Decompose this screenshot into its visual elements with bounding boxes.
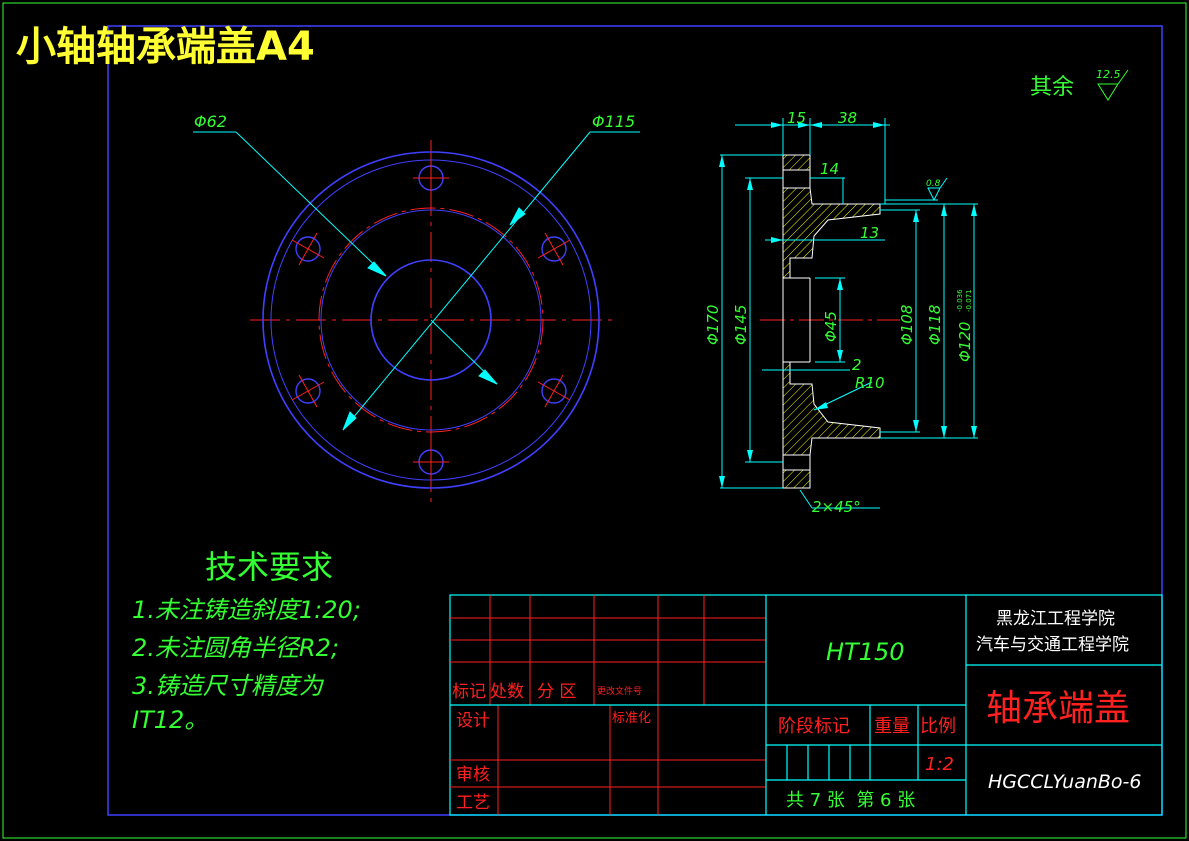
tb-sheets: 共 7 张 第 6 张 — [786, 790, 915, 811]
tech-item-4: IT12。 — [132, 706, 208, 734]
tb-change-doc: 更改文件号 — [597, 685, 642, 697]
title-block: 标记 处数 分 区 更改文件号 设计 标准化 审核 工艺 HT150 阶段标记 … — [449, 594, 1163, 816]
dim-14: 14 — [820, 160, 839, 178]
tech-heading: 技术要求 — [205, 548, 333, 586]
section-dimension-lines — [720, 118, 978, 509]
roughness-symbol-small — [927, 177, 948, 202]
dim-2: 2 — [852, 356, 862, 374]
tech-item-2: 2.未注圆角半径R2; — [132, 634, 339, 662]
tb-school-line2: 汽车与交通工程学院 — [976, 635, 1129, 655]
tb-zone: 分 区 — [537, 682, 576, 702]
surface-finish-note: 其余 12.5 — [1030, 68, 1129, 101]
surface-finish-value: 12.5 — [1096, 68, 1121, 81]
label-phi115: Φ115 — [592, 112, 635, 131]
tech-requirements: 技术要求 1.未注铸造斜度1:20; 2.未注圆角半径R2; 3.铸造尺寸精度为… — [132, 548, 361, 734]
tb-design: 设计 — [456, 711, 490, 731]
dim-phi120-tol-lower: -0.071 — [965, 289, 973, 312]
tb-standardization: 标准化 — [612, 711, 651, 726]
dim-chamfer: 2×45° — [812, 498, 861, 516]
dim-phi120: Φ120 — [956, 322, 974, 362]
roughness-small-value: 0.8 — [926, 179, 941, 189]
dim-15: 15 — [787, 109, 806, 127]
tech-item-3: 3.铸造尺寸精度为 — [132, 672, 325, 700]
dim-phi45: Φ45 — [822, 311, 840, 342]
tb-weight: 重量 — [874, 716, 910, 737]
tb-stage-mark: 阶段标记 — [778, 716, 850, 737]
tb-part-name: 轴承端盖 — [986, 688, 1130, 729]
leader-phi115 — [342, 131, 640, 431]
tb-scale-label: 比例 — [920, 716, 956, 737]
dim-phi118: Φ118 — [926, 305, 944, 345]
tb-process: 工艺 — [456, 793, 490, 813]
dim-phi170: Φ170 — [704, 305, 722, 345]
tb-count: 处数 — [490, 682, 524, 702]
roughness-symbol — [1097, 69, 1129, 101]
leader-phi62 — [193, 131, 498, 385]
dim-38: 38 — [838, 109, 857, 127]
tb-mark: 标记 — [452, 682, 486, 702]
tb-material: HT150 — [826, 638, 905, 666]
front-view: Φ62 Φ115 — [193, 112, 640, 502]
surface-finish-label: 其余 — [1030, 75, 1074, 100]
tb-review: 审核 — [456, 765, 490, 785]
dim-phi108: Φ108 — [898, 305, 916, 345]
section-view: 15 38 14 13 0.8 Φ170 Φ145 Φ45 Φ108 Φ118 … — [704, 109, 978, 516]
dim-phi145: Φ145 — [732, 305, 750, 345]
tb-scale-value: 1:2 — [925, 754, 954, 775]
tb-drawing-number: HGCCLYuanBo-6 — [988, 771, 1142, 793]
dim-13: 13 — [860, 224, 879, 242]
tech-item-1: 1.未注铸造斜度1:20; — [132, 596, 361, 624]
tb-school-line1: 黑龙江工程学院 — [996, 609, 1115, 629]
label-phi62: Φ62 — [194, 112, 227, 131]
drawing-title: 小轴轴承端盖A4 — [16, 24, 315, 70]
dim-phi120-tol-upper: -0.036 — [956, 289, 964, 312]
dim-r10: R10 — [855, 374, 885, 392]
